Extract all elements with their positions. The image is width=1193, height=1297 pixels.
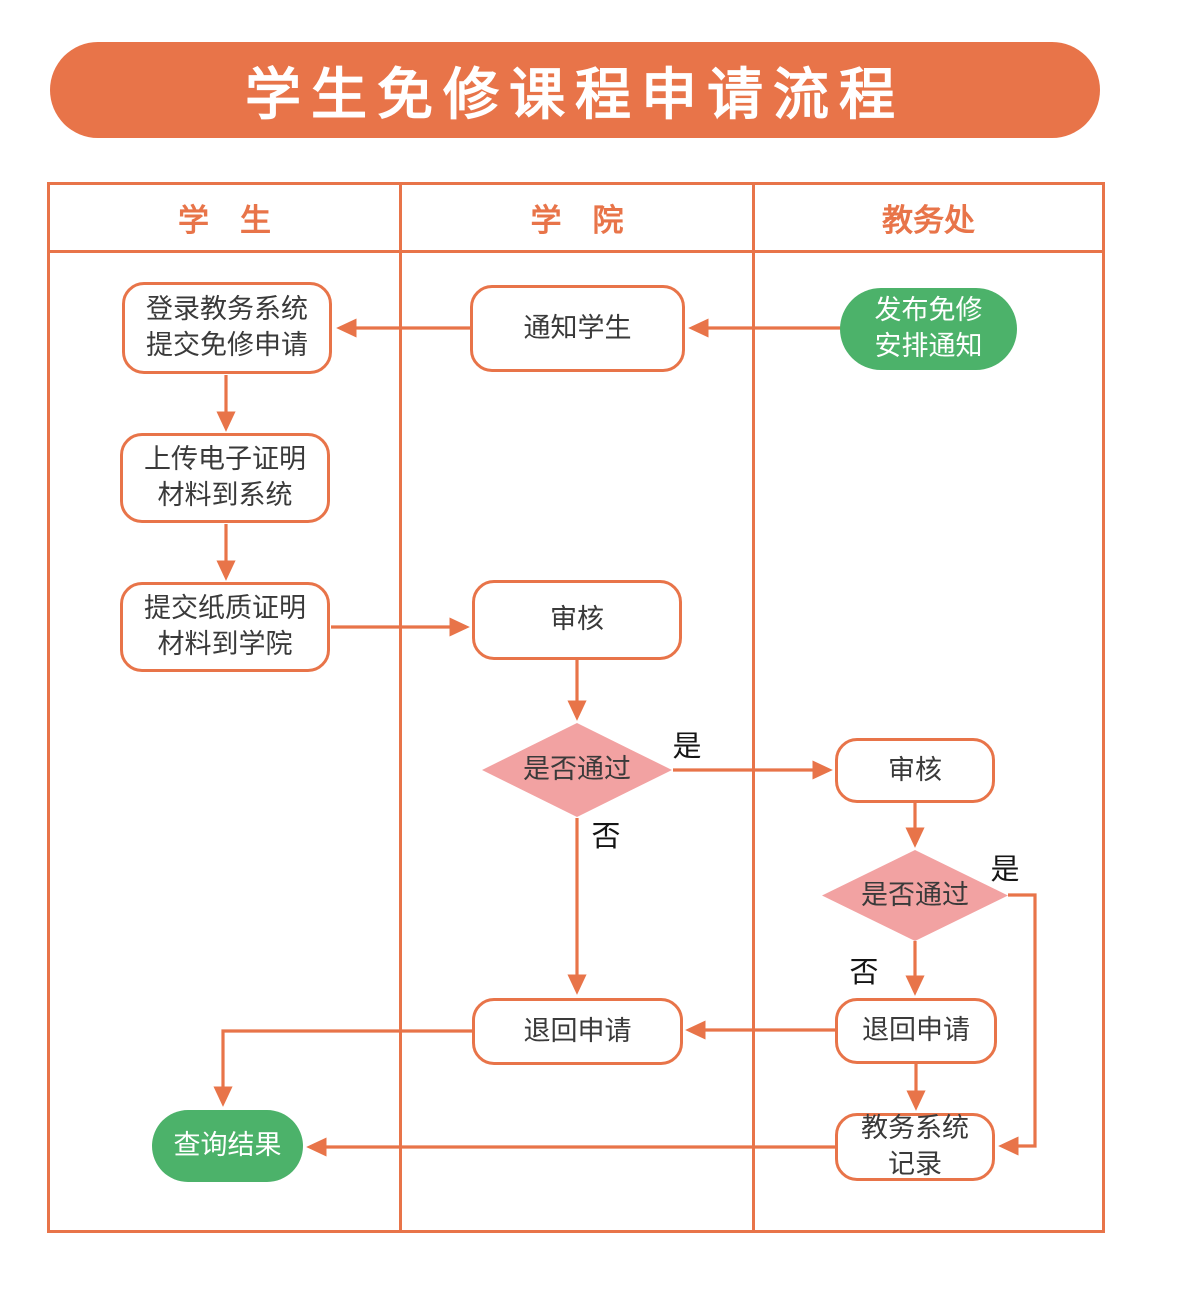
swimlane-frame [47, 182, 1105, 1233]
node-publish-notice: 发布免修 安排通知 [840, 288, 1017, 370]
edge-label-college-yes: 是 [672, 731, 702, 763]
lane-header-student: 学 生 [178, 202, 271, 238]
node-login-submit: 登录教务系统 提交免修申请 [122, 282, 332, 374]
lane-header-separator [47, 250, 1105, 253]
node-notify-student: 通知学生 [470, 285, 685, 372]
node-system-record: 教务系统 记录 [835, 1113, 995, 1181]
node-paper-proof: 提交纸质证明 材料到学院 [120, 582, 330, 672]
edge-label-office-yes: 是 [990, 854, 1020, 886]
node-query-result: 查询结果 [152, 1110, 303, 1182]
lane-header-office: 教务处 [882, 202, 975, 238]
lane-divider-2 [752, 182, 755, 1233]
node-college-review: 审核 [472, 580, 682, 660]
edge-label-office-no: 否 [849, 957, 879, 989]
lane-divider-1 [399, 182, 402, 1233]
lane-header-college: 学 院 [530, 202, 624, 238]
page-title: 学生免修课程申请流程 [245, 62, 905, 128]
node-return-college: 退回申请 [472, 998, 683, 1065]
node-upload-proof: 上传电子证明 材料到系统 [120, 433, 330, 523]
edge-label-college-no: 否 [591, 821, 621, 853]
title-banner: 学生免修课程申请流程 [50, 42, 1100, 138]
node-office-review: 审核 [835, 738, 995, 803]
node-return-office: 退回申请 [835, 998, 997, 1064]
